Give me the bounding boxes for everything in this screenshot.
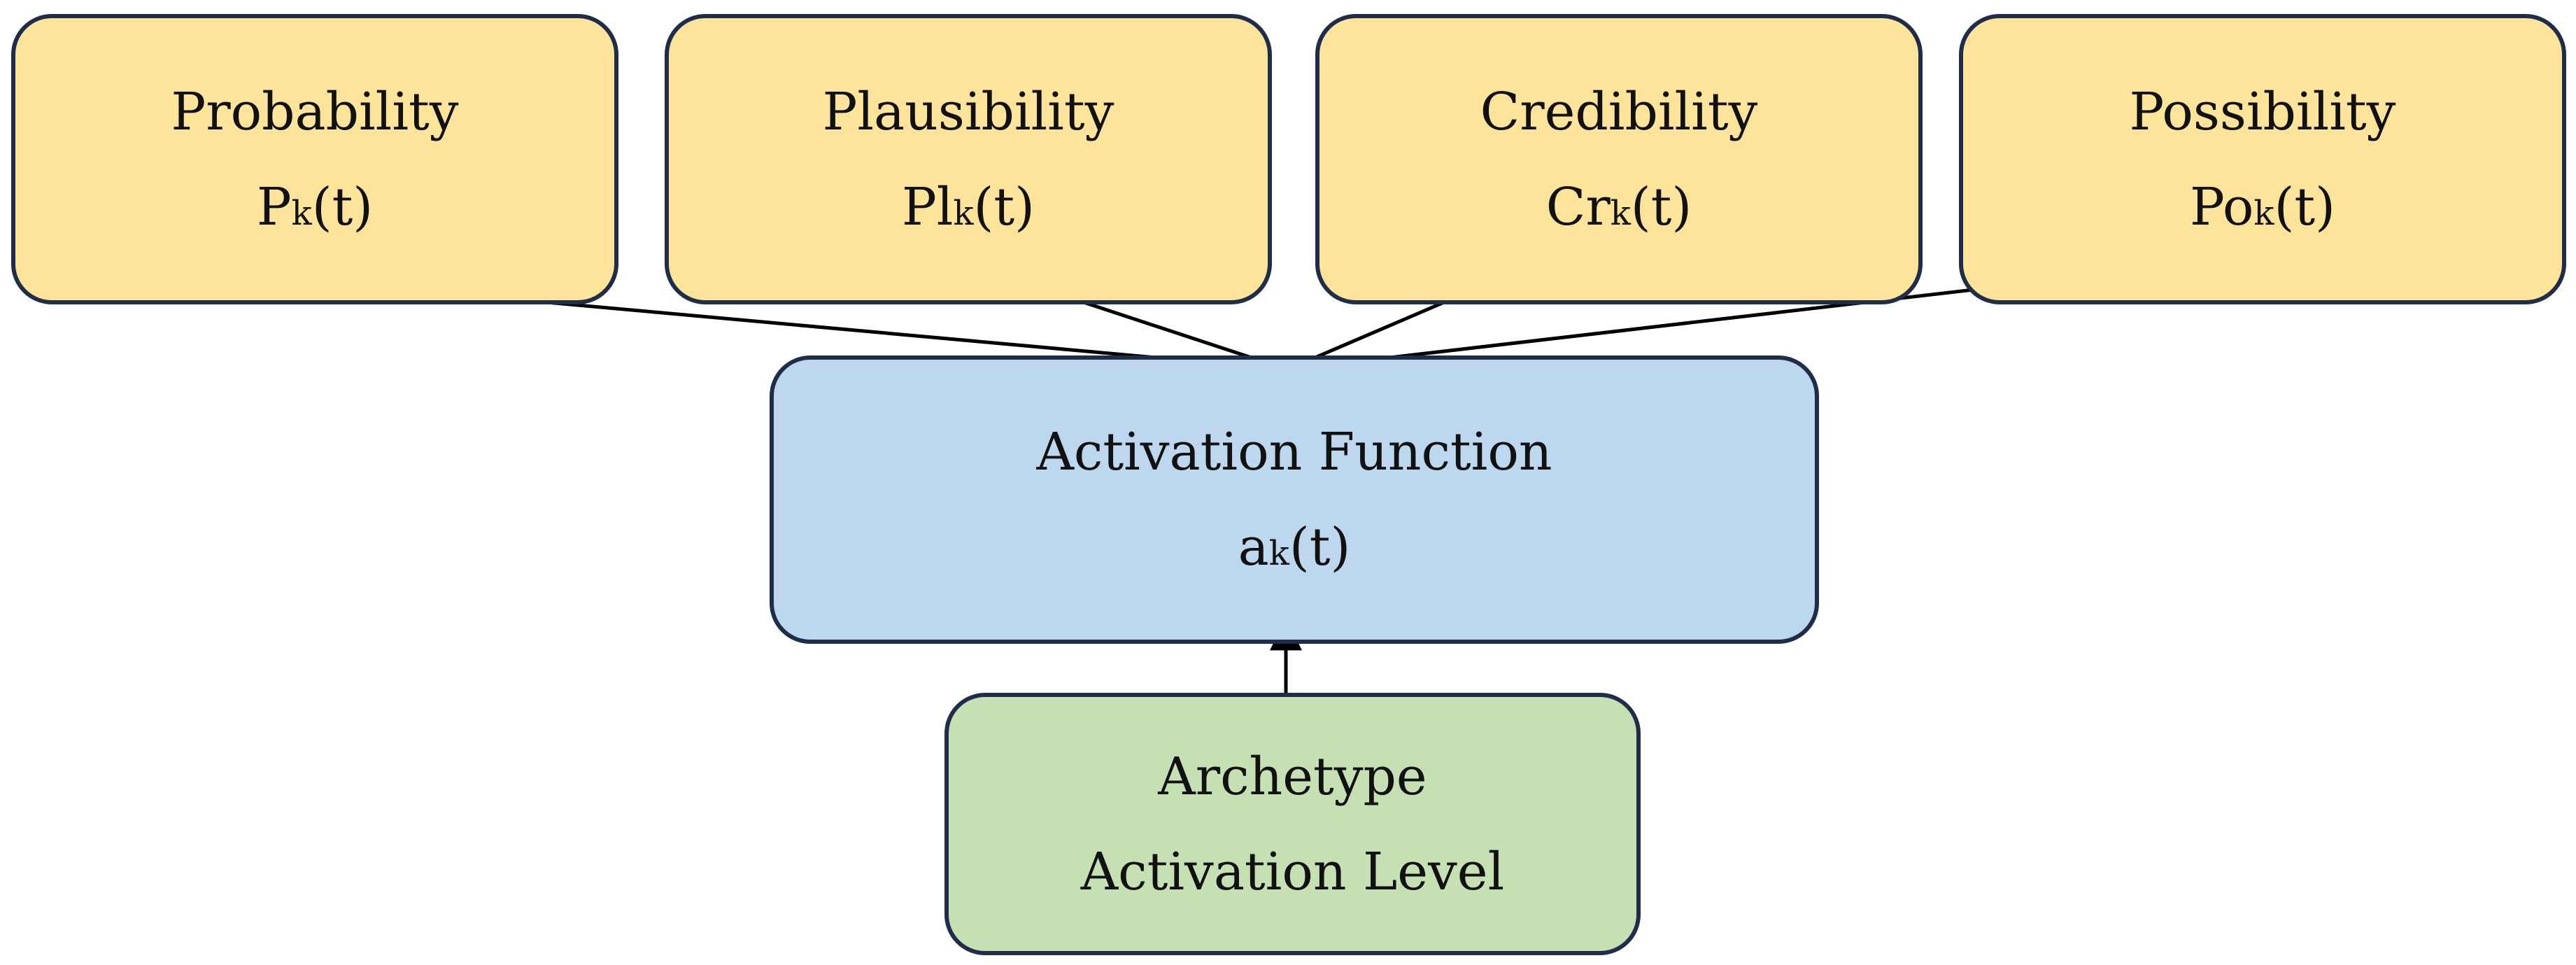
archetype-title: Archetype bbox=[1158, 746, 1427, 807]
archetype-subtitle: Activation Level bbox=[1080, 841, 1505, 902]
credibility-box: Credibility Crk(t) bbox=[1315, 14, 1923, 304]
possibility-subscript: k bbox=[2253, 193, 2274, 233]
credibility-subscript: k bbox=[1610, 193, 1631, 233]
credibility-formula: Crk(t) bbox=[1546, 181, 1692, 233]
probability-formula: Pk(t) bbox=[257, 181, 373, 233]
possibility-box: Possibility Pok(t) bbox=[1959, 14, 2566, 304]
probability-arg: (t) bbox=[311, 176, 374, 237]
plausibility-box: Plausibility Plk(t) bbox=[665, 14, 1272, 304]
probability-box: Probability Pk(t) bbox=[11, 14, 618, 304]
activation-arg: (t) bbox=[1289, 517, 1351, 577]
plausibility-arg: (t) bbox=[973, 176, 1035, 237]
possibility-title: Possibility bbox=[2129, 81, 2396, 142]
possibility-symbol: Po bbox=[2190, 176, 2254, 237]
probability-symbol: P bbox=[256, 176, 292, 237]
credibility-symbol: Cr bbox=[1545, 176, 1611, 237]
arrow-to-possibility bbox=[1287, 264, 2086, 372]
credibility-title: Credibility bbox=[1480, 81, 1758, 142]
activation-function-formula: ak(t) bbox=[1238, 521, 1351, 573]
activation-function-title: Activation Function bbox=[1036, 422, 1552, 482]
plausibility-formula: Plk(t) bbox=[902, 181, 1035, 233]
archetype-activation-level-box: Archetype Activation Level bbox=[944, 693, 1641, 955]
probability-title: Probability bbox=[171, 81, 459, 142]
possibility-arg: (t) bbox=[2274, 176, 2335, 237]
activation-symbol: a bbox=[1238, 517, 1269, 577]
activation-function-box: Activation Function ak(t) bbox=[770, 355, 1819, 644]
plausibility-subscript: k bbox=[953, 193, 974, 233]
probability-subscript: k bbox=[291, 193, 312, 233]
plausibility-title: Plausibility bbox=[822, 81, 1114, 142]
activation-subscript: k bbox=[1268, 534, 1289, 573]
credibility-arg: (t) bbox=[1630, 176, 1692, 237]
possibility-formula: Pok(t) bbox=[2190, 181, 2335, 233]
plausibility-symbol: Pl bbox=[901, 176, 954, 237]
